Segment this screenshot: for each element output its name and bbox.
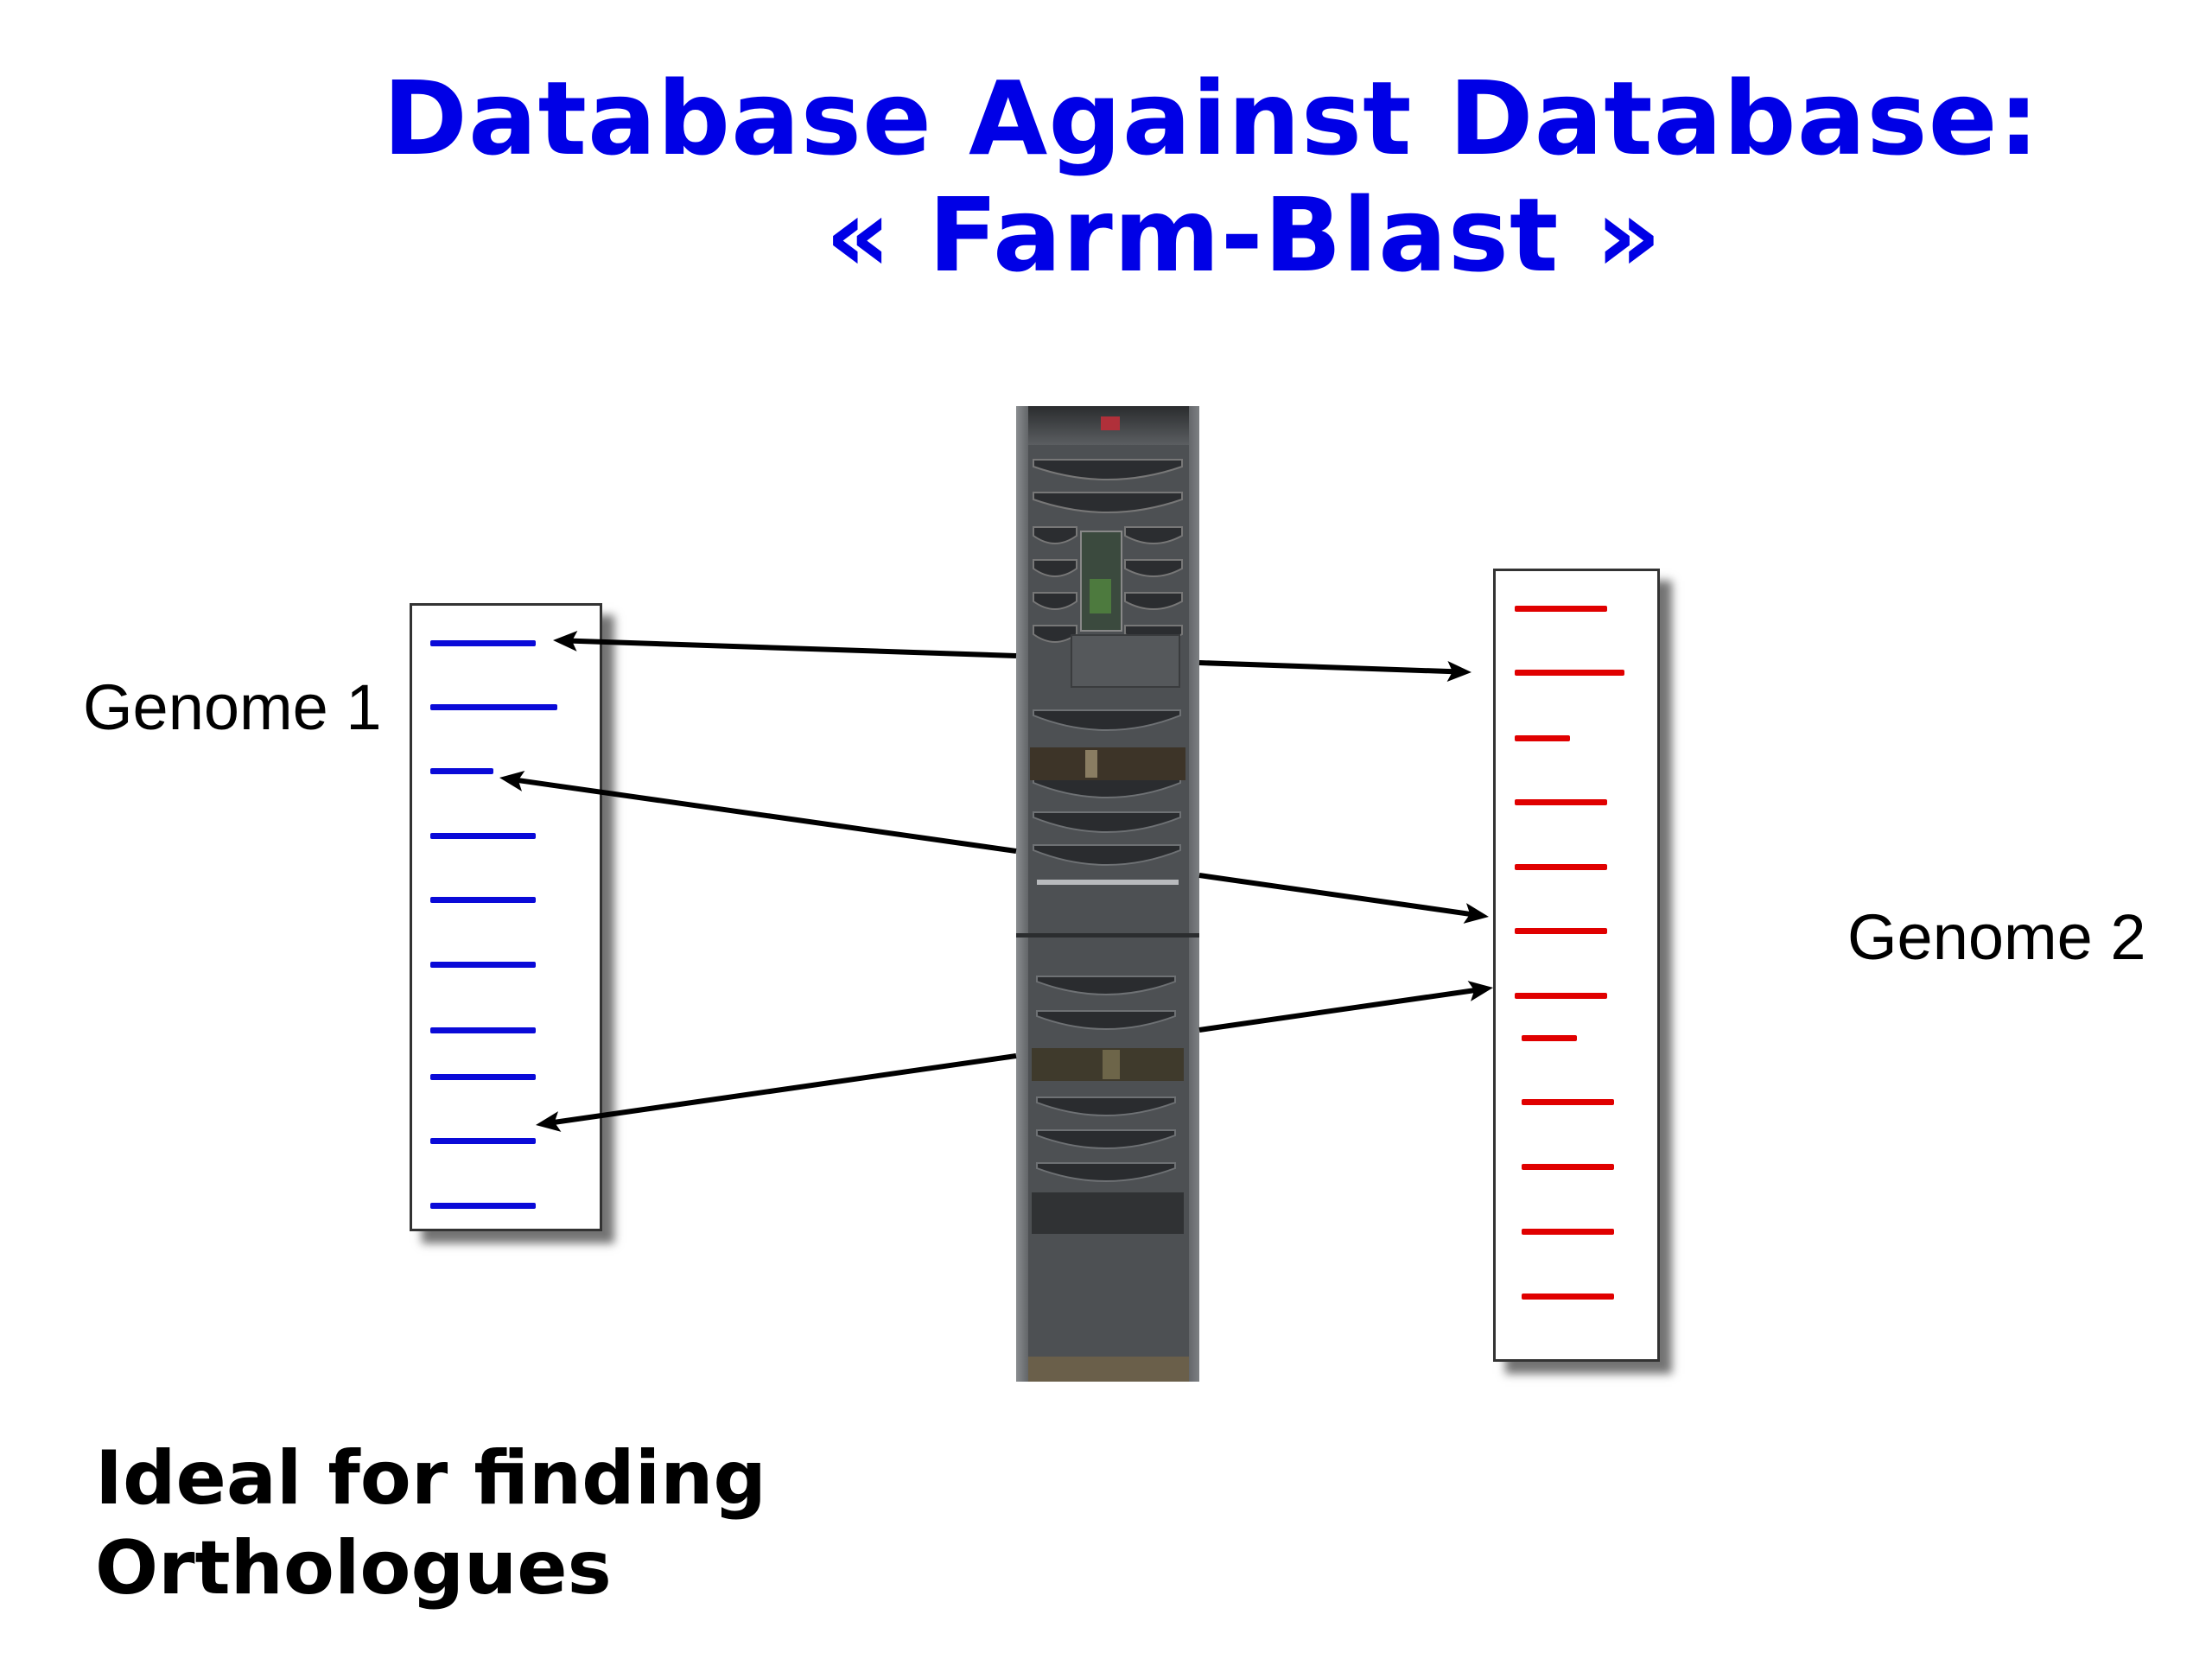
genome1-label: Genome 1 [83, 671, 382, 743]
genome2-sequence-line [1522, 1035, 1577, 1041]
genome2-sequence-line [1522, 1294, 1614, 1300]
genome1-database-box [410, 603, 602, 1231]
genome2-label: Genome 2 [1847, 901, 2146, 973]
arrowhead-icon [1463, 903, 1489, 924]
rack-display [1080, 531, 1122, 632]
match-arrow-line [1198, 987, 1477, 1033]
genome2-database-box [1493, 569, 1660, 1362]
rack-drive-bay [1030, 747, 1185, 780]
genome1-sequence-line [430, 962, 536, 968]
slide-title-line1: Database Against Database: [383, 59, 2040, 178]
genome2-sequence-line [1522, 1099, 1614, 1105]
genome1-sequence-line [430, 833, 536, 839]
server-rack-icon [1016, 406, 1199, 1382]
genome2-sequence-line [1515, 606, 1607, 612]
genome1-sequence-line [430, 640, 536, 646]
arrowhead-icon [1446, 661, 1471, 683]
genome2-sequence-line [1515, 993, 1607, 999]
genome2-sequence-line [1515, 799, 1607, 805]
genome2-sequence-line [1522, 1164, 1614, 1170]
match-arrow-line [569, 638, 1017, 658]
caption-line1: Ideal for finding [95, 1435, 766, 1522]
genome1-sequence-line [430, 768, 493, 774]
genome1-sequence-line [430, 1138, 536, 1144]
genome2-sequence-line [1515, 670, 1624, 676]
match-arrow-line [1198, 660, 1455, 675]
genome1-sequence-line [430, 704, 557, 710]
genome2-sequence-line [1522, 1229, 1614, 1235]
genome1-sequence-line [430, 1203, 536, 1209]
slide-title-line2: « Farm-Blast » [825, 175, 1662, 295]
genome1-sequence-line [430, 1027, 536, 1033]
match-arrow-line [552, 1053, 1017, 1126]
genome2-sequence-line [1515, 928, 1607, 934]
match-arrow-line [1198, 873, 1472, 918]
genome1-sequence-line [430, 1074, 536, 1080]
arrowhead-icon [1467, 981, 1493, 1001]
rack-logo [1101, 416, 1120, 430]
genome2-sequence-line [1515, 735, 1570, 741]
rack-vent [1032, 1192, 1184, 1234]
caption-line2: Orthologues [95, 1525, 612, 1611]
genome1-sequence-line [430, 897, 536, 903]
genome2-sequence-line [1515, 864, 1607, 870]
